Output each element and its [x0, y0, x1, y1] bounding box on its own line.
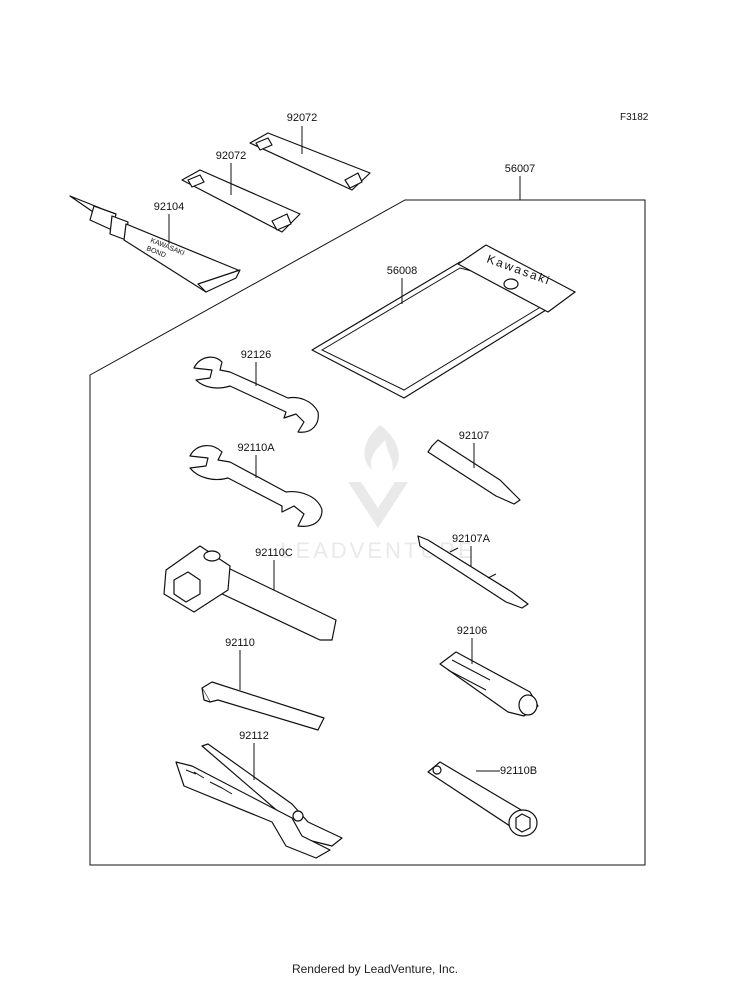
kit-outline [89, 199, 646, 866]
pliers-92112 [175, 743, 343, 859]
figure-code: F3182 [620, 112, 649, 123]
wrench-92110A [189, 445, 323, 527]
hex-key-92110 [201, 681, 325, 731]
label-92110B: 92110B [500, 765, 537, 777]
driver-bit-92107 [427, 439, 521, 505]
tool-pouch-56008: Kawasaki [311, 244, 576, 399]
label-92072-upper: 92072 [287, 112, 318, 124]
box-spanner-92110C [163, 545, 337, 641]
strap-92072-lower [181, 169, 301, 233]
label-92110: 92110 [225, 637, 255, 649]
label-92106: 92106 [457, 625, 488, 637]
label-92107: 92107 [459, 430, 490, 442]
render-credit: Rendered by LeadVenture, Inc. [291, 962, 459, 976]
label-92104: 92104 [154, 201, 185, 213]
label-92110C: 92110C [255, 547, 293, 559]
wrench-92126 [193, 356, 319, 433]
label-92107A: 92107A [452, 533, 491, 545]
label-92072-lower: 92072 [216, 150, 247, 162]
label-92110A: 92110A [237, 442, 275, 454]
driver-bit-92107A [417, 535, 529, 609]
label-92126: 92126 [241, 349, 272, 361]
bond-tube-92104: KAWASAKI BOND [69, 195, 241, 293]
label-92112: 92112 [239, 730, 269, 742]
label-56008: 56008 [387, 265, 418, 277]
label-56007: 56007 [505, 163, 536, 175]
handle-92106 [439, 651, 539, 717]
strap-92072-upper [249, 132, 371, 191]
socket-tube-92110B [427, 761, 538, 837]
